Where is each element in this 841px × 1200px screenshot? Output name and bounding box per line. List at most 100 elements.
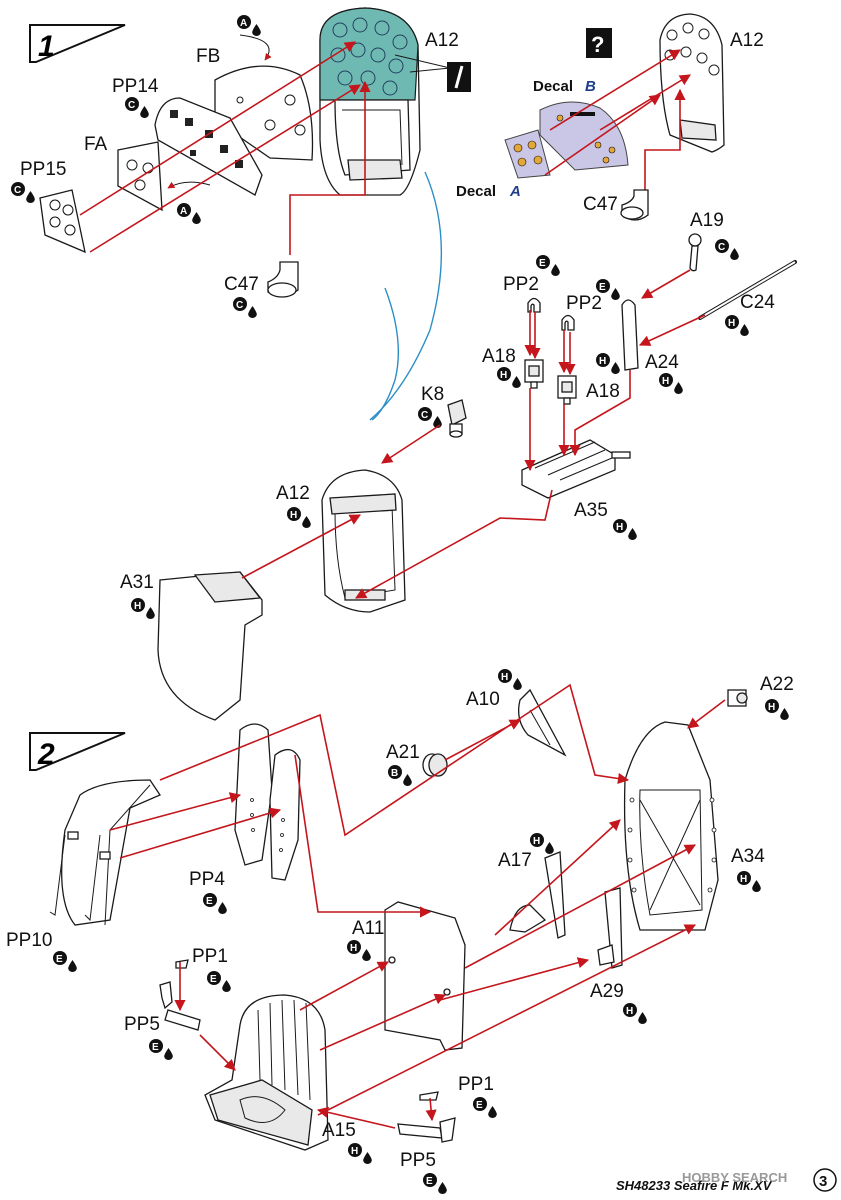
color-code-H-a34: H [737, 871, 761, 892]
label-A29: A29 [590, 981, 624, 1002]
label-FA: FA [84, 134, 108, 155]
part-A34 [623, 721, 719, 931]
color-code-E-pp4: E [203, 893, 227, 914]
color-code-H-a29: H [623, 1003, 647, 1024]
decal-B [539, 101, 629, 171]
svg-text:C: C [14, 185, 21, 196]
label-A18-right: A18 [586, 381, 620, 402]
svg-text:C: C [718, 242, 725, 253]
part-A31 [157, 571, 263, 721]
svg-text:E: E [152, 1042, 159, 1053]
assembly-arrows-step2 [109, 683, 726, 1129]
svg-text:H: H [616, 522, 623, 533]
part-A17 [509, 851, 566, 939]
part-C24 [698, 260, 797, 320]
svg-text:E: E [426, 1176, 433, 1187]
part-C47-right [620, 189, 649, 221]
color-code-A-2: A [177, 203, 201, 224]
color-code-H-c24: H [725, 315, 749, 336]
svg-text:E: E [210, 974, 217, 985]
part-PP5-right [397, 1117, 456, 1143]
part-A10 [517, 688, 567, 757]
part-A24 [621, 299, 639, 371]
assembly-arrows-control [524, 269, 706, 472]
part-A35 [521, 439, 631, 499]
decal-B-letter: B [585, 78, 596, 95]
part-PP15 [39, 189, 86, 254]
part-PP2-right [561, 314, 575, 331]
color-code-H-a17: H [530, 833, 554, 854]
color-code-E-pp5a: E [149, 1039, 173, 1060]
color-code-H-a18a: H [497, 367, 521, 388]
color-code-H-a24b: H [659, 373, 683, 394]
svg-text:?: ? [591, 32, 604, 57]
label-A31: A31 [120, 572, 154, 593]
part-A11 [384, 901, 466, 1051]
color-code-H-a12: H [287, 507, 311, 528]
assembly-arrows-step1 [79, 41, 371, 255]
svg-text:H: H [599, 356, 606, 367]
color-code-C-c47a: C [233, 297, 257, 318]
svg-text:H: H [626, 1006, 633, 1017]
part-A22 [727, 689, 748, 707]
color-code-E-pp1a: E [207, 971, 231, 992]
decal-panel-teal [319, 7, 419, 101]
label-PP14: PP14 [112, 76, 159, 97]
svg-text:H: H [728, 318, 735, 329]
svg-text:H: H [533, 836, 540, 847]
part-A19 [688, 233, 702, 272]
color-code-H-a24: H [596, 353, 620, 374]
svg-text:E: E [206, 896, 213, 907]
label-FB: FB [196, 46, 220, 67]
svg-text:C: C [236, 300, 243, 311]
label-A12-mid: A12 [276, 483, 310, 504]
watermark: HOBBY SEARCH [682, 1170, 787, 1185]
label-PP1-right: PP1 [458, 1074, 494, 1095]
label-A19: A19 [690, 210, 724, 231]
svg-text:H: H [740, 874, 747, 885]
label-PP5-left: PP5 [124, 1014, 160, 1035]
color-code-H-a11: H [347, 940, 371, 961]
guide-line-blue [369, 171, 443, 421]
decal-A-label: Decal [456, 183, 496, 200]
color-code-H-a22: H [765, 699, 789, 720]
color-code-C-pp15: C [11, 182, 35, 203]
decal-marker-icon [447, 62, 471, 92]
color-code-H-a15: H [348, 1143, 372, 1164]
part-PP10 [49, 779, 161, 926]
color-code-E-pp5b: E [423, 1173, 447, 1194]
part-K8 [447, 399, 467, 438]
decal-A [504, 129, 551, 179]
label-PP10: PP10 [6, 930, 52, 951]
svg-text:E: E [56, 954, 63, 965]
svg-text:3: 3 [819, 1173, 827, 1190]
label-A12-decal: A12 [730, 30, 764, 51]
option-marker: ? [586, 28, 612, 58]
assembly-arrows-decal [544, 49, 691, 192]
decal-B-label: Decal [533, 78, 573, 95]
part-PP14 [154, 97, 263, 196]
color-code-C-k8: C [418, 407, 442, 428]
part-A21 [422, 753, 448, 777]
color-code-B-a21: B [388, 765, 412, 786]
part-A12-top [319, 7, 421, 196]
label-PP4: PP4 [189, 869, 225, 890]
decal-A-letter: A [509, 183, 521, 200]
color-code-H-a35: H [613, 519, 637, 540]
color-code-E-pp10: E [53, 951, 77, 972]
footer-kit-name: SH48233 Seafire F Mk.XV [616, 1178, 773, 1193]
svg-text:H: H [290, 510, 297, 521]
color-code-C-a19: C [715, 239, 739, 260]
part-PP5-left [159, 981, 201, 1031]
color-code-E-pp1b: E [473, 1097, 497, 1118]
color-code-C-pp14: C [125, 97, 149, 118]
svg-text:H: H [500, 370, 507, 381]
part-FA [117, 141, 163, 212]
svg-text:A: A [180, 206, 187, 217]
label-C47-right: C47 [583, 194, 618, 215]
label-PP2-right: PP2 [566, 293, 602, 314]
svg-text:H: H [134, 601, 141, 612]
label-K8: K8 [421, 384, 444, 405]
part-PP2-left [527, 297, 541, 313]
